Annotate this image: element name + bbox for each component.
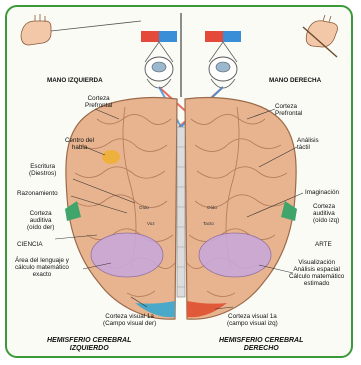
label-corteza-prefrontal-left: Corteza Prefrontal [85,95,112,109]
inner-label-right-2: Tacto [203,221,214,226]
right-hemisphere [185,98,296,320]
label-analisis-tactil: Análisis táctil [297,137,319,151]
label-visualizacion: Visualización Análisis espacial Cálculo … [289,259,344,287]
left-hand-icon [21,14,141,45]
speech-center [102,150,120,164]
label-mano-derecha: MANO DERECHA [269,77,321,84]
inner-label-left-1: Oído [139,205,149,210]
label-imaginacion: Imaginación [305,189,339,196]
label-mano-izquierda: MANO IZQUIERDA [47,77,103,84]
right-hand-icon [303,15,338,57]
left-eye-icon [141,31,177,88]
left-temporal-lobe [91,233,163,277]
label-centro-habla: Centro del habla [65,137,94,151]
corpus-callosum [177,127,185,297]
right-eye-icon [205,31,241,88]
brain-diagram [7,7,353,358]
left-hemisphere [66,98,177,320]
right-temporal-lobe [199,233,271,277]
label-escritura: Escritura (Diestros) [29,163,56,177]
label-hemisferio-derecho: HEMISFERIO CEREBRAL DERECHO [219,337,303,353]
label-area-lenguaje: Área del lenguaje y cálculo matemático e… [15,257,69,278]
label-corteza-prefrontal-right: Corteza Prefrontal [275,103,302,117]
inner-label-right-1: Oído [207,205,217,210]
label-arte: ARTE [315,241,332,248]
label-corteza-auditiva-left: Corteza auditiva (oído der) [27,210,54,231]
label-corteza-visual-right: Corteza visual 1a (campo visual izq) [227,313,278,327]
label-razonamiento: Razonamiento [17,190,58,197]
label-corteza-auditiva-right: Corteza auditiva (oído izq) [313,203,339,224]
label-corteza-visual-left: Corteza visual 1a (Campo visual der) [103,313,156,327]
diagram-frame: MANO IZQUIERDA MANO DERECHA Corteza Pref… [5,5,353,358]
inner-label-left-2: Voz [147,221,155,226]
label-ciencia: CIENCIA [17,241,43,248]
label-hemisferio-izquierdo: HEMISFERIO CEREBRAL IZQUIERDO [47,337,131,353]
